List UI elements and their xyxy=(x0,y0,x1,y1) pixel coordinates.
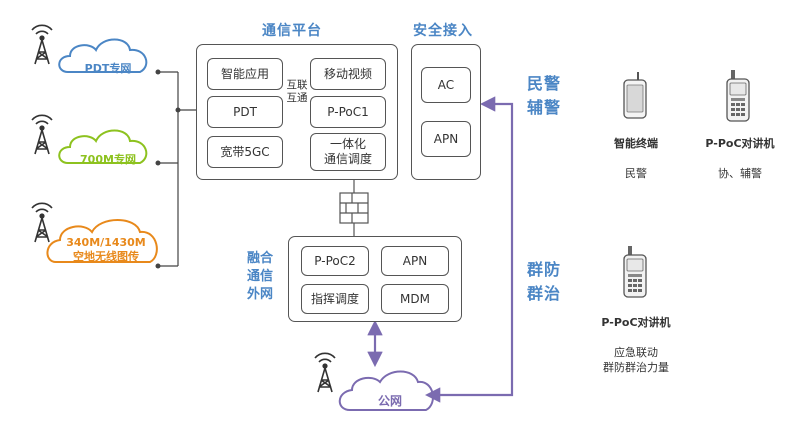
security-item-ac[interactable]: AC xyxy=(421,67,471,103)
platform-box: 智能应用 移动视频 PDT P-PoC1 宽带5GC 一体化 通信调度 互联 互… xyxy=(196,44,398,180)
police-group-label: 民警 辅警 xyxy=(526,74,561,117)
platform-item-pdt[interactable]: PDT xyxy=(207,96,283,128)
device-name: P-PoC对讲机 xyxy=(705,137,775,150)
fusion-item-mdm[interactable]: MDM xyxy=(381,284,449,314)
device-label-ppoc-assist: P-PoC对讲机 协、辅警 xyxy=(694,121,786,196)
platform-title: 通信平台 xyxy=(262,23,322,39)
public-network-label: 公网 xyxy=(377,394,402,408)
fusion-item-ppoc2[interactable]: P-PoC2 xyxy=(301,246,369,276)
platform-item-broadband-5gc[interactable]: 宽带5GC xyxy=(207,136,283,168)
security-title: 安全接入 xyxy=(413,23,473,39)
device-label-ppoc-community: P-PoC对讲机 应急联动 群防群治力量 xyxy=(584,300,688,390)
700m-cloud-shape xyxy=(58,129,148,164)
platform-item-smart-app[interactable]: 智能应用 xyxy=(207,58,283,90)
community-group-label: 群防 群治 xyxy=(526,260,561,303)
device-sub: 协、辅警 xyxy=(718,167,762,180)
device-name: P-PoC对讲机 xyxy=(601,316,671,329)
device-label-smart-terminal: 智能终端 民警 xyxy=(595,121,677,196)
antenna-icon xyxy=(31,24,336,393)
smartphone-icon xyxy=(623,72,647,119)
pdt-cloud-shape xyxy=(58,38,148,73)
bus-dots xyxy=(155,69,181,269)
public-security-arrow xyxy=(424,96,514,403)
network-bus-lines xyxy=(158,71,200,267)
700m-network-label: 700M专网 xyxy=(80,153,136,166)
fusion-box: P-PoC2 APN 指挥调度 MDM xyxy=(288,236,462,322)
firewall-icon xyxy=(339,192,369,224)
device-name: 智能终端 xyxy=(614,137,658,150)
fusion-title: 融合 通信 外网 xyxy=(246,251,273,302)
walkie-talkie-icon xyxy=(726,70,750,122)
device-sub: 应急联动 群防群治力量 xyxy=(603,346,669,374)
security-box: AC APN xyxy=(411,44,481,180)
security-item-apn[interactable]: APN xyxy=(421,121,471,157)
340m-network-label: 340M/1430M 空地无线图传 xyxy=(66,236,146,263)
fusion-item-command-dispatch[interactable]: 指挥调度 xyxy=(301,284,369,314)
platform-item-unified-dispatch[interactable]: 一体化 通信调度 xyxy=(310,133,386,171)
platform-item-ppoc1[interactable]: P-PoC1 xyxy=(310,96,386,128)
platform-item-mobile-video[interactable]: 移动视频 xyxy=(310,58,386,90)
fusion-item-apn[interactable]: APN xyxy=(381,246,449,276)
device-sub: 民警 xyxy=(625,167,647,180)
pdt-network-label: PDT专网 xyxy=(84,62,132,75)
walkie-talkie-icon xyxy=(623,246,647,298)
340m-cloud-shape xyxy=(46,219,158,263)
interconnect-label: 互联 互通 xyxy=(286,79,308,104)
